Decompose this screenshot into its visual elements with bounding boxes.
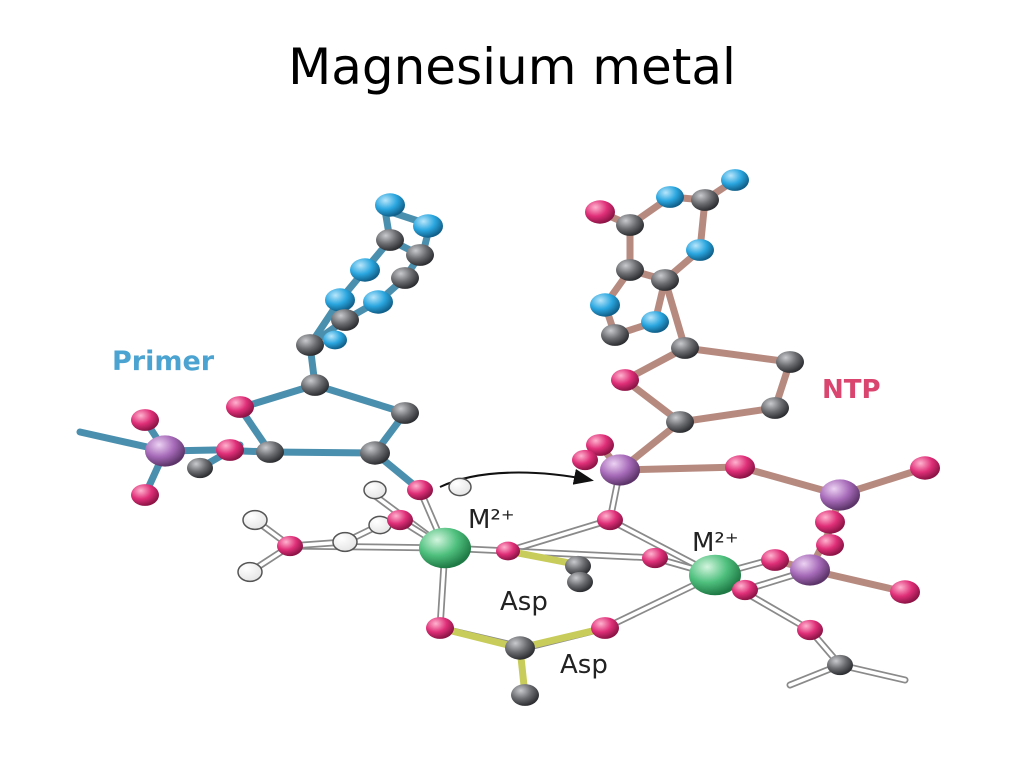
hydrogen-atom — [448, 477, 472, 497]
hydrogen-atom — [237, 561, 263, 583]
carbon-atom — [565, 555, 591, 577]
carbon-atom — [301, 374, 329, 396]
carbon-atom — [296, 334, 324, 356]
oxygen-atom — [131, 409, 159, 431]
metal-ion-atom — [689, 554, 741, 596]
carbon-atom — [505, 636, 535, 660]
oxygen-atom — [586, 434, 614, 456]
carbon-atom — [331, 309, 359, 331]
oxygen-atom — [815, 510, 845, 534]
oxygen-atom — [572, 449, 598, 471]
oxygen-atom — [131, 484, 159, 506]
carbon-atom — [616, 214, 644, 236]
asp-label-1: Asp — [500, 587, 548, 617]
carbon-atom — [391, 267, 419, 289]
nitrogen-atom — [375, 193, 405, 217]
oxygen-atom — [387, 509, 413, 531]
oxygen-atom — [611, 369, 639, 391]
nitrogen-atom — [413, 214, 443, 238]
carbon-atom — [666, 411, 694, 433]
nitrogen-atom — [325, 288, 355, 312]
metal-ion-label-1: M²⁺ — [468, 505, 515, 535]
hydrogen-atom — [242, 509, 268, 531]
carbon-atom — [601, 324, 629, 346]
nitrogen-atom — [350, 258, 380, 282]
phosphorus-atom — [790, 554, 830, 586]
oxygen-atom — [725, 455, 755, 479]
oxygen-atom — [407, 479, 433, 501]
carbon-atom — [761, 397, 789, 419]
oxygen-atom — [226, 396, 254, 418]
oxygen-atom — [496, 541, 520, 561]
atoms — [131, 169, 940, 706]
oxygen-atom — [426, 617, 454, 639]
asp-label-2: Asp — [560, 650, 608, 680]
oxygen-atom — [591, 617, 619, 639]
hydrogen-atom — [363, 480, 387, 500]
metal-ion-label-2: M²⁺ — [692, 528, 739, 558]
oxygen-atom — [910, 456, 940, 480]
carbon-atom — [376, 229, 404, 251]
nitrogen-atom — [641, 311, 669, 333]
nitrogen-atom — [721, 169, 749, 191]
slide-title: Magnesium metal — [288, 38, 736, 96]
oxygen-atom — [597, 509, 623, 531]
metal-ion-atom — [419, 527, 471, 569]
oxygen-atom — [797, 619, 823, 641]
carbon-atom — [391, 402, 419, 424]
oxygen-atom — [732, 579, 758, 601]
phosphorus-atom — [600, 454, 640, 486]
nitrogen-atom — [323, 330, 347, 350]
carbon-atom — [406, 244, 434, 266]
nitrogen-atom — [363, 290, 393, 314]
nitrogen-atom — [656, 186, 684, 208]
carbon-atom — [567, 571, 593, 593]
carbon-atom — [511, 684, 539, 706]
nitrogen-atom — [590, 293, 620, 317]
phosphorus-atom — [820, 479, 860, 511]
oxygen-atom — [642, 547, 668, 569]
carbon-atom — [691, 189, 719, 211]
carbon-atom — [776, 351, 804, 373]
carbon-atom — [187, 457, 213, 479]
primer-label: Primer — [112, 346, 215, 377]
oxygen-atom — [585, 200, 615, 224]
oxygen-atom — [761, 549, 789, 571]
carbon-atom — [616, 259, 644, 281]
carbon-atom — [651, 269, 679, 291]
oxygen-atom — [890, 580, 920, 604]
oxygen-atom — [277, 535, 303, 557]
oxygen-atom — [216, 439, 244, 461]
nitrogen-atom — [686, 239, 714, 261]
ntp-label: NTP — [822, 375, 881, 405]
carbon-atom — [827, 654, 853, 676]
carbon-atom — [671, 337, 699, 359]
carbon-atom — [360, 441, 390, 465]
hydrogen-atom — [332, 531, 358, 553]
phosphorus-atom — [145, 435, 185, 467]
carbon-atom — [256, 441, 284, 463]
oxygen-atom — [816, 534, 844, 556]
